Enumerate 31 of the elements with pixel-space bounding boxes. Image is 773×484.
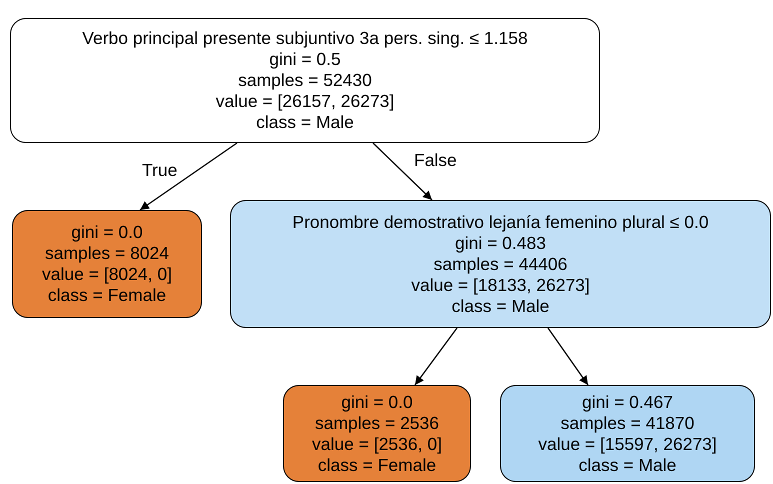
decision-node (10, 18, 600, 143)
arrow (372, 142, 432, 200)
decision-node (283, 385, 471, 482)
node-text: value = [15597, 26273] (538, 434, 717, 454)
node-text: gini = 0.467 (582, 392, 673, 412)
node-text: Pronombre demostrativo lejanía femenino plural ≤ 0.0 (292, 212, 709, 232)
node-text: class = Female (318, 454, 436, 476)
node-text: value = [26157, 26273] (216, 91, 394, 112)
node-text: value = [8024, 0] (42, 264, 172, 285)
decision-node (230, 200, 771, 328)
arrow (414, 328, 458, 386)
node-text: class = Male (578, 454, 676, 476)
decision-node (12, 210, 202, 318)
node-text: samples = 2536 (314, 412, 440, 434)
arrow (547, 328, 589, 386)
node-text: samples = 44406 (434, 254, 568, 274)
node-text: value = [18133, 26273] (411, 274, 590, 296)
node-text: class = Male (256, 112, 354, 133)
node-text: samples = 52430 (238, 70, 372, 91)
node-text: Verbo principal presente subjuntivo 3a pers. sing. ≤ 1.158 (82, 28, 528, 49)
node-text: gini = 0.483 (455, 232, 546, 254)
node-text: samples = 41870 (560, 412, 694, 434)
node-text: samples = 8024 (44, 243, 170, 264)
node-text: value = [2536, 0] (312, 434, 442, 454)
node-text: gini = 0.0 (341, 392, 413, 412)
node-text: class = Male (452, 296, 550, 316)
decision-node (500, 385, 755, 482)
node-text: gini = 0.5 (269, 49, 341, 70)
node-text: gini = 0.0 (71, 222, 143, 243)
node-text: class = Female (48, 285, 166, 306)
arrow (140, 142, 238, 211)
